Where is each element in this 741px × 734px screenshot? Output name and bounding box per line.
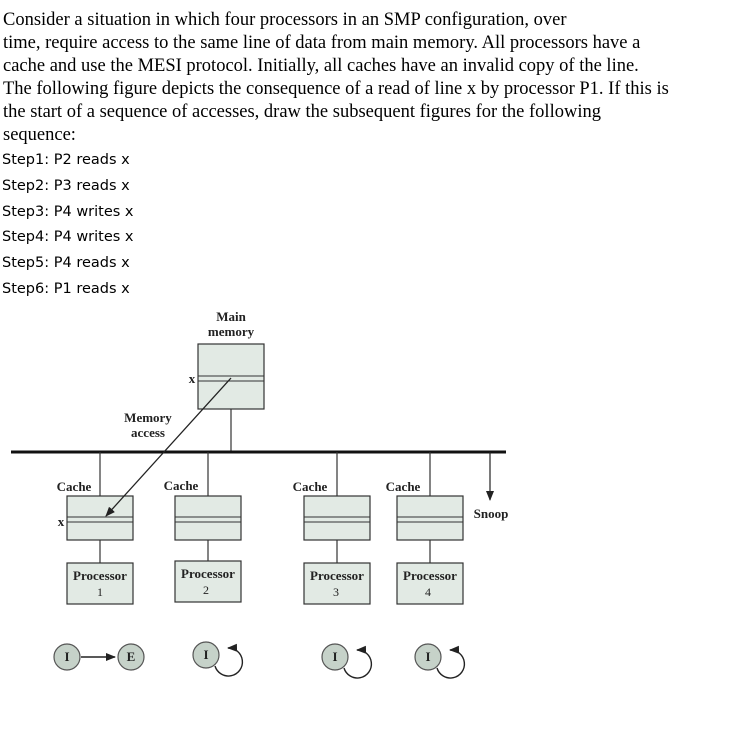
state-node-invalid bbox=[192, 641, 220, 669]
question-line: the start of a sequence of accesses, dra… bbox=[3, 102, 601, 122]
processor-label: Processor bbox=[403, 568, 457, 583]
state-self-loop-arrow bbox=[343, 645, 373, 679]
step-item: Step3: P4 writes x bbox=[2, 203, 134, 220]
question-line: sequence: bbox=[3, 125, 76, 145]
processor-number: 3 bbox=[333, 585, 339, 599]
processor-box-3 bbox=[303, 562, 371, 605]
cache-label: Cache bbox=[57, 479, 92, 494]
main-memory-label: memory bbox=[208, 324, 255, 339]
processor-box-2 bbox=[174, 560, 242, 603]
state-node-exclusive bbox=[117, 643, 145, 671]
processor-box-4 bbox=[396, 562, 464, 605]
processor-number: 2 bbox=[203, 583, 209, 597]
state-self-loop-arrow bbox=[214, 643, 244, 677]
cache-label: Cache bbox=[164, 478, 199, 493]
step-item: Step2: P3 reads x bbox=[2, 177, 130, 194]
snoop-label: Snoop bbox=[474, 506, 509, 521]
state-label: E bbox=[127, 649, 136, 664]
state-label: I bbox=[203, 647, 208, 662]
state-node-invalid bbox=[414, 643, 442, 671]
question-line: cache and use the MESI protocol. Initial… bbox=[3, 56, 639, 76]
state-self-loop-arrow bbox=[436, 645, 466, 679]
state-label: I bbox=[64, 649, 69, 664]
processor-label: Processor bbox=[181, 566, 235, 581]
step-item: Step5: P4 reads x bbox=[2, 255, 130, 272]
state-node-invalid bbox=[321, 643, 349, 671]
question-text: Consider a situation in which four proce… bbox=[3, 9, 738, 147]
processor-label: Processor bbox=[73, 568, 127, 583]
processor-number: 1 bbox=[97, 585, 103, 599]
processor-number: 4 bbox=[425, 585, 431, 599]
step-item: Step1: P2 reads x bbox=[2, 152, 130, 168]
question-line: time, require access to the same line of… bbox=[3, 33, 641, 53]
memory-access-arrow bbox=[105, 377, 232, 517]
question-line: Consider a situation in which four proce… bbox=[3, 10, 567, 30]
question-line: The following figure depicts the consequ… bbox=[3, 79, 669, 99]
state-node-invalid bbox=[53, 643, 81, 671]
cache-box-3 bbox=[303, 495, 371, 541]
memory-line-x-label: x bbox=[189, 371, 196, 386]
processor-box-1 bbox=[66, 562, 134, 605]
cache-label: Cache bbox=[386, 479, 421, 494]
cache-box-4 bbox=[396, 495, 464, 541]
step-list: Step1: P2 reads x Step2: P3 reads x Step… bbox=[2, 148, 134, 303]
memory-access-label: Memory bbox=[124, 410, 172, 425]
step-item: Step6: P1 reads x bbox=[2, 280, 130, 297]
cache-label: Cache bbox=[293, 479, 328, 494]
cache-box-1 bbox=[66, 495, 134, 541]
cache-line-x-label: x bbox=[58, 514, 65, 529]
state-label: I bbox=[332, 649, 337, 664]
processor-label: Processor bbox=[310, 568, 364, 583]
cache-box-2 bbox=[174, 495, 242, 541]
step-item: Step4: P4 writes x bbox=[2, 229, 134, 246]
state-label: I bbox=[425, 649, 430, 664]
main-memory-label: Main bbox=[216, 309, 246, 324]
memory-access-label: access bbox=[131, 425, 165, 440]
